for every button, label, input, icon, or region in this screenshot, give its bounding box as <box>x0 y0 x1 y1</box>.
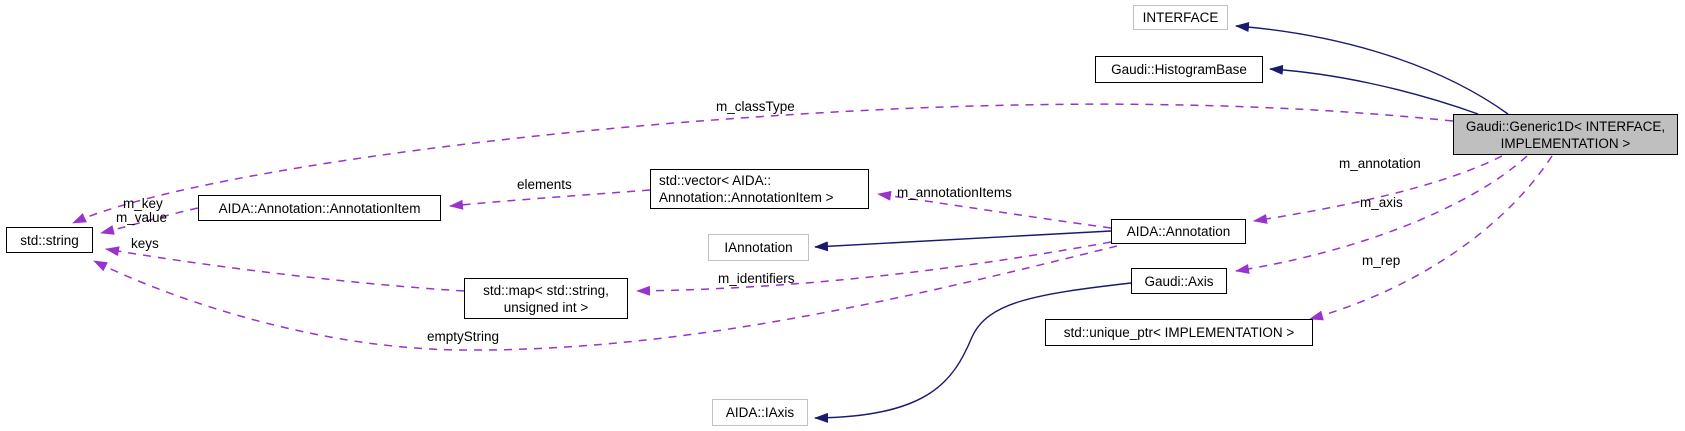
node-std-string-label: std::string <box>20 232 79 248</box>
edge-elements <box>449 189 651 210</box>
node-gaudi-generic1d[interactable]: Gaudi::Generic1D< INTERFACE, IMPLEMENTAT… <box>1453 114 1678 155</box>
edge-label-elements: elements <box>517 177 572 192</box>
node-std-vector-annotationitem[interactable]: std::vector< AIDA:: Annotation::Annotati… <box>650 169 869 209</box>
edge-generic1d-to-interface <box>1235 22 1509 115</box>
edge-keys <box>105 246 465 292</box>
node-gaudi-generic1d-line2: IMPLEMENTATION > <box>1500 135 1631 151</box>
node-std-vector-line2: Annotation::AnnotationItem > <box>659 190 834 205</box>
edge-label-m-axis: m_axis <box>1360 195 1403 210</box>
edge-label-m-annotationitems: m_annotationItems <box>897 185 1012 200</box>
edge-label-emptystring: emptyString <box>427 329 500 344</box>
node-iannotation[interactable]: IAnnotation <box>708 234 809 261</box>
node-gaudi-histogrambase-label: Gaudi::HistogramBase <box>1111 62 1247 77</box>
node-aida-iaxis-label: AIDA::IAxis <box>725 405 795 420</box>
edge-label-m-classtype: m_classType <box>716 99 795 114</box>
edge-m-identifiers <box>636 241 1112 296</box>
node-gaudi-axis-label: Gaudi::Axis <box>1144 273 1214 289</box>
node-interface-label: INTERFACE <box>1142 10 1219 25</box>
edge-label-keys: keys <box>131 236 159 251</box>
node-aida-annotation-annotationitem[interactable]: AIDA::Annotation::AnnotationItem <box>198 195 441 221</box>
node-interface[interactable]: INTERFACE <box>1133 5 1228 30</box>
edge-label-m-rep: m_rep <box>1362 253 1401 268</box>
node-gaudi-axis[interactable]: Gaudi::Axis <box>1131 268 1227 294</box>
node-std-map-line1: std::map< std::string, <box>483 282 609 298</box>
node-aida-annotation-annotationitem-label: AIDA::Annotation::AnnotationItem <box>218 200 421 216</box>
edge-axis-to-iaxis <box>814 282 1132 423</box>
edge-label-m-key: m_key <box>123 196 163 211</box>
edge-m-key-m-value <box>100 207 199 235</box>
node-std-unique-ptr-label: std::unique_ptr< IMPLEMENTATION > <box>1063 325 1295 340</box>
node-std-map-line2: unsigned int > <box>503 299 589 315</box>
node-std-map[interactable]: std::map< std::string, unsigned int > <box>464 278 628 319</box>
edge-label-m-identifiers: m_identifiers <box>718 271 795 286</box>
node-std-unique-ptr[interactable]: std::unique_ptr< IMPLEMENTATION > <box>1045 319 1313 346</box>
edge-annotation-to-iannotation <box>814 230 1112 252</box>
edge-m-axis <box>1235 155 1528 274</box>
node-iannotation-label: IAnnotation <box>724 240 793 255</box>
edge-m-annotation <box>1253 155 1503 224</box>
edge-emptystring <box>93 245 1118 351</box>
node-std-vector-line1: std::vector< AIDA:: <box>659 173 772 188</box>
node-gaudi-histogrambase[interactable]: Gaudi::HistogramBase <box>1095 56 1263 83</box>
node-std-string[interactable]: std::string <box>6 227 93 253</box>
node-gaudi-generic1d-line1: Gaudi::Generic1D< INTERFACE, <box>1465 118 1666 134</box>
edge-m-annotationitems <box>877 190 1112 229</box>
edge-m-classtype <box>72 103 1454 224</box>
edge-label-m-value: m_value <box>116 210 168 225</box>
node-aida-annotation-label: AIDA::Annotation <box>1126 224 1231 239</box>
node-aida-iaxis[interactable]: AIDA::IAxis <box>712 399 808 426</box>
node-aida-annotation[interactable]: AIDA::Annotation <box>1111 219 1246 244</box>
edge-m-rep <box>1309 155 1553 321</box>
edge-label-m-annotation: m_annotation <box>1339 156 1421 171</box>
edge-generic1d-to-histogrambase <box>1269 64 1479 115</box>
